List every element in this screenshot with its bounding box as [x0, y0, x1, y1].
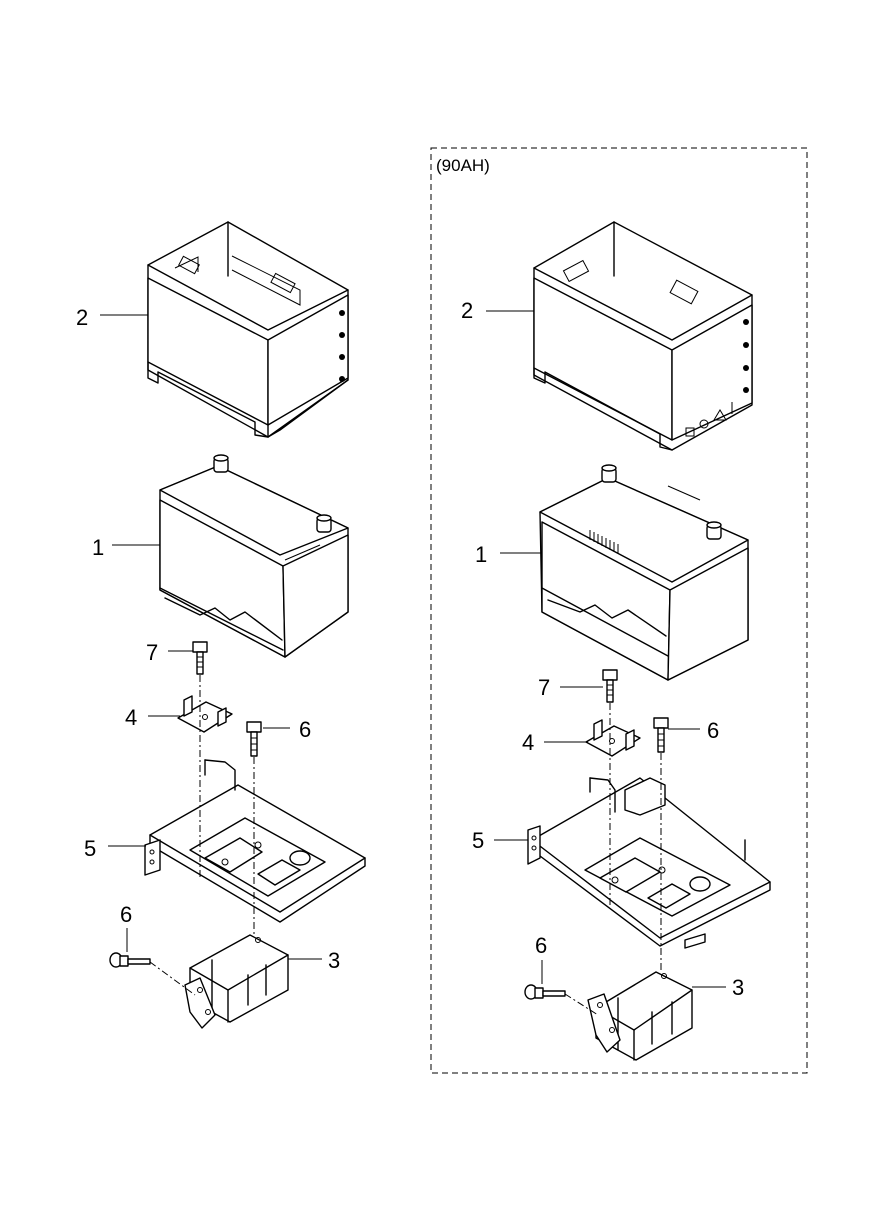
right-callout-2: 2: [461, 298, 473, 323]
right-battery-vent: [589, 530, 619, 554]
left-callout-1: 1: [92, 535, 104, 560]
right-tray-5: [527, 777, 771, 949]
right-clamp-4: [585, 719, 641, 757]
left-callout-7: 7: [146, 640, 158, 665]
right-callout-1: 1: [475, 542, 487, 567]
left-tray-5: [144, 759, 366, 923]
left-battery: [159, 454, 349, 658]
right-callout-5: 5: [472, 828, 484, 853]
right-bolt-6-lower: [524, 984, 566, 1000]
right-callout-3: 3: [732, 975, 744, 1000]
right-bolt-6-upper: [653, 717, 669, 753]
right-callout-6-upper: 6: [707, 718, 719, 743]
variant-label: (90AH): [436, 156, 490, 175]
right-assembly-90ah: (90AH): [430, 147, 808, 1074]
right-callout-4: 4: [522, 730, 534, 755]
left-callout-6-lower: 6: [120, 902, 132, 927]
right-callout-6-lower: 6: [535, 933, 547, 958]
right-bolt-7: [602, 669, 618, 703]
right-battery: [539, 464, 749, 681]
left-bolt-6-upper: [246, 721, 262, 757]
left-bracket-3: [184, 934, 289, 1029]
left-callout-2: 2: [76, 305, 88, 330]
left-callout-3: 3: [328, 948, 340, 973]
left-insulator-box: [147, 221, 349, 438]
right-bracket-3: [587, 971, 693, 1061]
left-bolt-7: [192, 641, 208, 675]
right-insulator-box: [533, 221, 753, 451]
right-callout-7: 7: [538, 675, 550, 700]
left-clamp-4: [177, 695, 233, 733]
left-callout-5: 5: [84, 836, 96, 861]
left-assembly: 2 1 7 4 6 5 3 6: [76, 221, 366, 1029]
left-callout-6-upper: 6: [299, 717, 311, 742]
left-bolt-6-lower: [109, 952, 151, 968]
left-callout-4: 4: [125, 705, 137, 730]
